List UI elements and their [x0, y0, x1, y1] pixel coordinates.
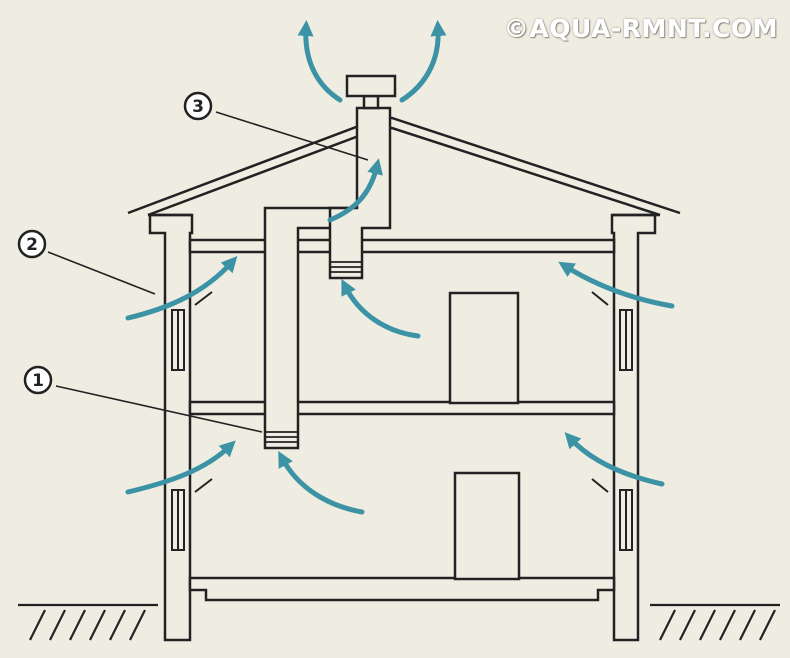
- ventilation-ducts: [263, 74, 397, 450]
- airflow-arrow: [558, 261, 675, 309]
- airflow-arrow: [327, 158, 383, 223]
- callout-2: 2: [17, 229, 156, 295]
- airflow-arrow: [341, 278, 421, 339]
- callout-3-number: 3: [192, 97, 204, 117]
- doors: [448, 291, 521, 581]
- windows: [171, 309, 633, 551]
- inlet-vents: [194, 291, 609, 493]
- house-walls: [148, 213, 657, 642]
- airflow-arrows: [125, 20, 675, 515]
- ground: [18, 603, 780, 641]
- callout-1: 1: [23, 365, 263, 433]
- airflow-arrow: [278, 450, 365, 515]
- airflow-arrow: [564, 432, 665, 487]
- airflow-arrow: [399, 20, 447, 103]
- airflow-arrow: [125, 256, 238, 321]
- watermark: ©AQUA-RMNT.COM: [503, 14, 778, 43]
- airflow-arrow: [125, 440, 236, 495]
- callout-2-number: 2: [26, 235, 38, 255]
- callout-1-number: 1: [32, 371, 44, 391]
- callout-3: 3: [183, 91, 369, 161]
- airflow-arrow: [297, 20, 343, 103]
- vent-grilles: [265, 261, 362, 443]
- roof: [127, 116, 681, 217]
